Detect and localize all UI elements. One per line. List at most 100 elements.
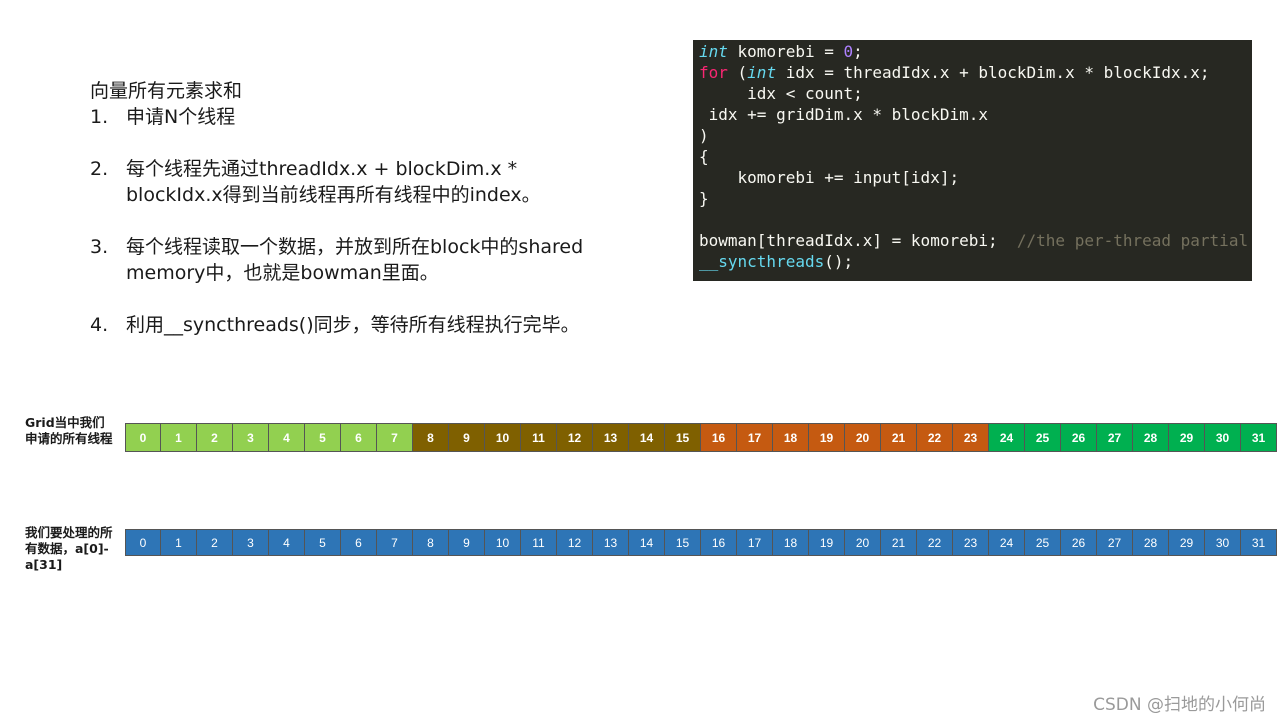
data-cell: 21 (881, 529, 917, 556)
data-cell: 18 (773, 529, 809, 556)
code-token: ; (853, 42, 863, 61)
data-cell: 3 (233, 529, 269, 556)
step-text: 每个线程读取一个数据，并放到所在block中的shared memory中，也就… (126, 236, 584, 284)
thread-cell: 19 (809, 423, 845, 452)
data-cell: 20 (845, 529, 881, 556)
data-cell: 9 (449, 529, 485, 556)
thread-cell: 27 (1097, 423, 1133, 452)
thread-cell: 9 (449, 423, 485, 452)
step-number: 1. (90, 106, 109, 128)
data-cell: 30 (1205, 529, 1241, 556)
steps-list: 1. 申请N个线程 2.每个线程先通过threadIdx.x + blockDim.… (90, 104, 590, 338)
thread-cell: 24 (989, 423, 1025, 452)
step-number: 4. (90, 314, 109, 336)
code-line: { (693, 146, 1252, 167)
code-token: ( (727, 63, 748, 82)
thread-cell: 6 (341, 423, 377, 452)
data-cell: 10 (485, 529, 521, 556)
thread-cell: 7 (377, 423, 413, 452)
code-token: bowman[threadIdx.x] = komorebi; (699, 231, 1017, 250)
code-line: __syncthreads(); (693, 251, 1252, 272)
code-line: komorebi += input[idx]; (693, 167, 1252, 188)
thread-cell: 17 (737, 423, 773, 452)
thread-cell: 3 (233, 423, 269, 452)
thread-cell: 8 (413, 423, 449, 452)
thread-cell: 22 (917, 423, 953, 452)
step-text: 申请N个线程 (126, 106, 236, 128)
data-cell: 14 (629, 529, 665, 556)
thread-cell: 14 (629, 423, 665, 452)
code-token: 0 (843, 42, 854, 61)
thread-cell: 31 (1241, 423, 1277, 452)
data-cell: 31 (1241, 529, 1277, 556)
data-cell: 12 (557, 529, 593, 556)
code-token: (); (824, 252, 854, 271)
data-cell: 27 (1097, 529, 1133, 556)
step-text: 每个线程先通过threadIdx.x + blockDim.x * blockI… (126, 158, 541, 206)
code-line: ) (693, 125, 1252, 146)
code-token: idx += gridDim.x * blockDim.x (699, 105, 988, 124)
thread-cell: 18 (773, 423, 809, 452)
data-cell: 19 (809, 529, 845, 556)
code-line: idx += gridDim.x * blockDim.x (693, 104, 1252, 125)
data-cell: 26 (1061, 529, 1097, 556)
data-cell: 2 (197, 529, 233, 556)
thread-cell: 13 (593, 423, 629, 452)
data-row-label: 我们要处理的所有数据，a[0]-a[31] (25, 525, 113, 572)
code-token: int (699, 42, 728, 61)
code-token: for (699, 63, 728, 82)
data-cell: 23 (953, 529, 989, 556)
data-cell: 15 (665, 529, 701, 556)
code-token: __syncthreads (699, 252, 825, 271)
code-token: idx = threadIdx.x + blockDim.x * blockId… (776, 63, 1210, 82)
thread-cell: 2 (197, 423, 233, 452)
thread-cell: 0 (125, 423, 161, 452)
data-cell: 28 (1133, 529, 1169, 556)
thread-cell: 1 (161, 423, 197, 452)
code-token: int (747, 63, 777, 82)
code-line: } (693, 188, 1252, 209)
threads-row-label: Grid当中我们申请的所有线程 (25, 415, 113, 446)
data-cell: 1 (161, 529, 197, 556)
code-line (693, 209, 1252, 230)
code-line: for (int idx = threadIdx.x + blockDim.x … (693, 62, 1252, 83)
data-cell: 16 (701, 529, 737, 556)
data-cell: 17 (737, 529, 773, 556)
thread-cell: 11 (521, 423, 557, 452)
data-cell: 24 (989, 529, 1025, 556)
watermark: CSDN @扫地的小何尚 (1093, 695, 1266, 715)
thread-cell: 28 (1133, 423, 1169, 452)
code-token: ) (699, 126, 709, 145)
step-item: 3.每个线程读取一个数据，并放到所在block中的shared memory中，… (90, 234, 590, 286)
step-text: 利用__syncthreads()同步，等待所有线程执行完毕。 (126, 314, 580, 336)
thread-cell: 23 (953, 423, 989, 452)
data-cell: 13 (593, 529, 629, 556)
thread-cell: 20 (845, 423, 881, 452)
thread-cell: 26 (1061, 423, 1097, 452)
thread-cell: 10 (485, 423, 521, 452)
thread-cell: 16 (701, 423, 737, 452)
code-snippet: int komorebi = 0;for (int idx = threadId… (693, 40, 1252, 281)
code-token: { (699, 147, 709, 166)
code-token: komorebi = (727, 42, 844, 61)
thread-cell: 4 (269, 423, 305, 452)
thread-cell: 12 (557, 423, 593, 452)
thread-cell: 30 (1205, 423, 1241, 452)
thread-cell: 29 (1169, 423, 1205, 452)
data-cell: 5 (305, 529, 341, 556)
code-token: idx < count; (699, 84, 863, 103)
code-token: komorebi += input[idx]; (699, 168, 960, 187)
step-item: 2.每个线程先通过threadIdx.x + blockDim.x * bloc… (90, 156, 590, 208)
data-cell: 29 (1169, 529, 1205, 556)
data-cell: 4 (269, 529, 305, 556)
data-cell: 11 (521, 529, 557, 556)
code-line: idx < count; (693, 83, 1252, 104)
thread-cell: 5 (305, 423, 341, 452)
data-cell: 6 (341, 529, 377, 556)
data-cell: 22 (917, 529, 953, 556)
data-cell: 7 (377, 529, 413, 556)
code-token: } (699, 189, 709, 208)
